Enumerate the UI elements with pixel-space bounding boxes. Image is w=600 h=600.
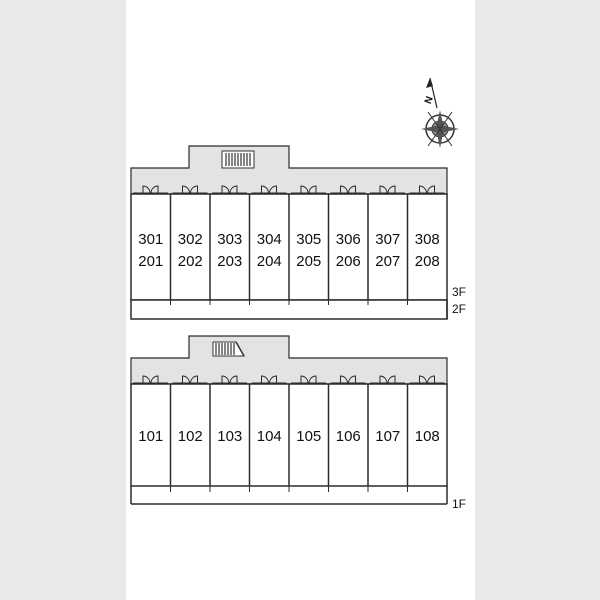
door-swing-icon [387,375,396,384]
unit-207: 207 [375,253,400,270]
unit-308: 308 [415,231,440,248]
unit-103: 103 [217,428,242,445]
door-swing-icon [269,185,277,194]
unit-102: 102 [178,428,203,445]
upper-stair-icon [221,150,255,169]
lower-unit-labels: 101 102 103 104 105 106 107 108 [138,428,440,445]
door-swing-icon [348,375,356,384]
door-swing-icon [379,185,388,194]
door-swing-icon [300,375,309,384]
door-swing-icon [142,185,151,194]
unit-302: 302 [178,231,203,248]
door-swing-icon [261,375,269,384]
unit-204: 204 [257,253,282,270]
door-swing-icon [340,375,348,384]
door-swing-icon [221,375,230,384]
upper-corridor [130,145,448,195]
door-swing-icon [419,375,427,384]
door-swing-icon [182,375,190,384]
unit-106: 106 [336,428,361,445]
unit-206: 206 [336,253,361,270]
upper-door-icons [133,185,445,194]
unit-306: 306 [336,231,361,248]
unit-101: 101 [138,428,163,445]
unit-305: 305 [296,231,321,248]
floor-label-1f: 1F [452,497,466,511]
door-swing-icon [308,185,317,194]
unit-108: 108 [415,428,440,445]
unit-208: 208 [415,253,440,270]
unit-301: 301 [138,231,163,248]
door-swing-icon [150,375,159,384]
lower-stair-icon [212,341,245,357]
door-swing-icon [348,185,356,194]
door-swing-icon [221,185,230,194]
upper-block: 301 302 303 304 305 306 307 308 201 202 … [130,145,466,320]
door-swing-icon [190,185,198,194]
lower-corridor [130,335,448,385]
lower-door-icons [133,375,445,384]
compass-north-label: N [423,95,436,106]
unit-303: 303 [217,231,242,248]
unit-202: 202 [178,253,203,270]
door-swing-icon [229,185,238,194]
unit-203: 203 [217,253,242,270]
upper-unit-labels: 301 302 303 304 305 306 307 308 201 202 … [138,231,440,270]
unit-307: 307 [375,231,400,248]
door-swing-icon [150,185,159,194]
door-swing-icon [419,185,427,194]
door-swing-icon [300,185,309,194]
unit-107: 107 [375,428,400,445]
floor-label-2f: 2F [452,302,466,316]
door-swing-icon [427,375,435,384]
door-swing-icon [387,185,396,194]
door-swing-icon [229,375,238,384]
door-swing-icon [340,185,348,194]
door-swing-icon [261,185,269,194]
unit-304: 304 [257,231,282,248]
unit-105: 105 [296,428,321,445]
door-swing-icon [379,375,388,384]
unit-205: 205 [296,253,321,270]
compass-icon: N [421,77,459,148]
floor-label-3f: 3F [452,285,466,299]
door-swing-icon [190,375,198,384]
door-swing-icon [269,375,277,384]
unit-104: 104 [257,428,282,445]
door-swing-icon [142,375,151,384]
unit-201: 201 [138,253,163,270]
door-swing-icon [427,185,435,194]
door-swing-icon [182,185,190,194]
door-swing-icon [308,375,317,384]
lower-block: 101 102 103 104 105 106 107 108 1F [130,335,466,511]
